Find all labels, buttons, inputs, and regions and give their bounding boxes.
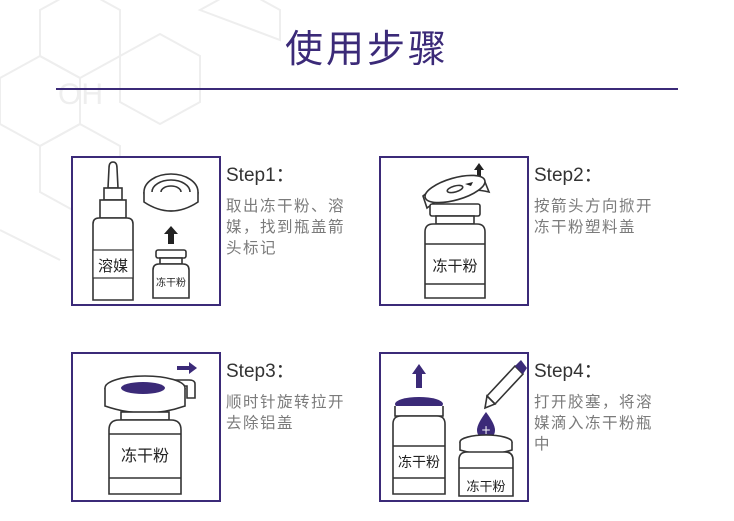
step4-title: Step4：: [534, 361, 603, 382]
step1-description: 取出冻干粉、溶 媒，找到瓶盖箭 头标记: [226, 196, 345, 259]
step2-title: Step2：: [534, 165, 603, 186]
step1-desc-line: 取出冻干粉、溶: [226, 197, 346, 215]
dropper-tip-icon: [107, 161, 119, 189]
powder-label: 冻干粉: [156, 276, 186, 289]
watermark-text: OH: [58, 78, 103, 111]
step2-desc-line: 按箭头方向掀开: [534, 197, 654, 215]
powder-label-left: 冻干粉: [398, 454, 440, 471]
step4-desc-line: 打开胶塞，将溶: [534, 393, 654, 411]
step1-desc-line: 头标记: [226, 239, 278, 257]
page-title: 使用步骤: [284, 27, 449, 71]
powder-label: 冻干粉: [432, 257, 477, 275]
step4-illustration: 冻干粉 + 冻干粉: [379, 352, 529, 502]
step2-description: 按箭头方向掀开 冻干粉塑料盖: [534, 196, 653, 238]
step1-illustration: 溶媒 冻干粉: [71, 156, 221, 306]
step4-desc-line: 中: [534, 435, 552, 453]
step3-desc-line: 去除铝盖: [226, 414, 295, 432]
step3-title: Step3：: [226, 361, 295, 382]
powder-vial-icon: [392, 415, 446, 495]
step4-description: 打开胶塞，将溶 媒滴入冻干粉瓶 中: [534, 392, 653, 455]
dropper-cap-icon: [99, 199, 127, 219]
powder-label-right: 冻干粉: [466, 479, 505, 495]
powder-vial-icon: [424, 223, 486, 299]
step1-desc-line: 媒，找到瓶盖箭: [226, 218, 346, 236]
rubber-stopper-icon: [121, 382, 165, 394]
arrow-up-icon: [164, 226, 178, 244]
plus-icon: +: [481, 423, 491, 437]
step2-illustration: 冻干粉: [379, 156, 529, 306]
arrow-up-icon: [412, 364, 426, 388]
step3-description: 顺时针旋转拉开 去除铝盖: [226, 392, 345, 434]
powder-vial-icon: [108, 419, 182, 495]
powder-label: 冻干粉: [121, 446, 169, 465]
powder-vial-icon: [458, 451, 514, 497]
drop-icon: [477, 412, 495, 438]
step1-title: Step1：: [226, 165, 295, 186]
arrow-right-icon: [177, 362, 197, 374]
title-underline: [56, 88, 678, 90]
dropper-neck-icon: [103, 187, 123, 201]
step3-desc-line: 顺时针旋转拉开: [226, 393, 346, 411]
solvent-label: 溶媒: [98, 257, 128, 275]
arrow-up-icon: [474, 163, 484, 178]
powder-vial-icon: [152, 263, 190, 299]
step3-illustration: 冻干粉: [71, 352, 221, 502]
step4-desc-line: 媒滴入冻干粉瓶: [534, 414, 654, 432]
dropper-pen-icon: [485, 364, 525, 406]
step2-desc-line: 冻干粉塑料盖: [534, 218, 637, 236]
